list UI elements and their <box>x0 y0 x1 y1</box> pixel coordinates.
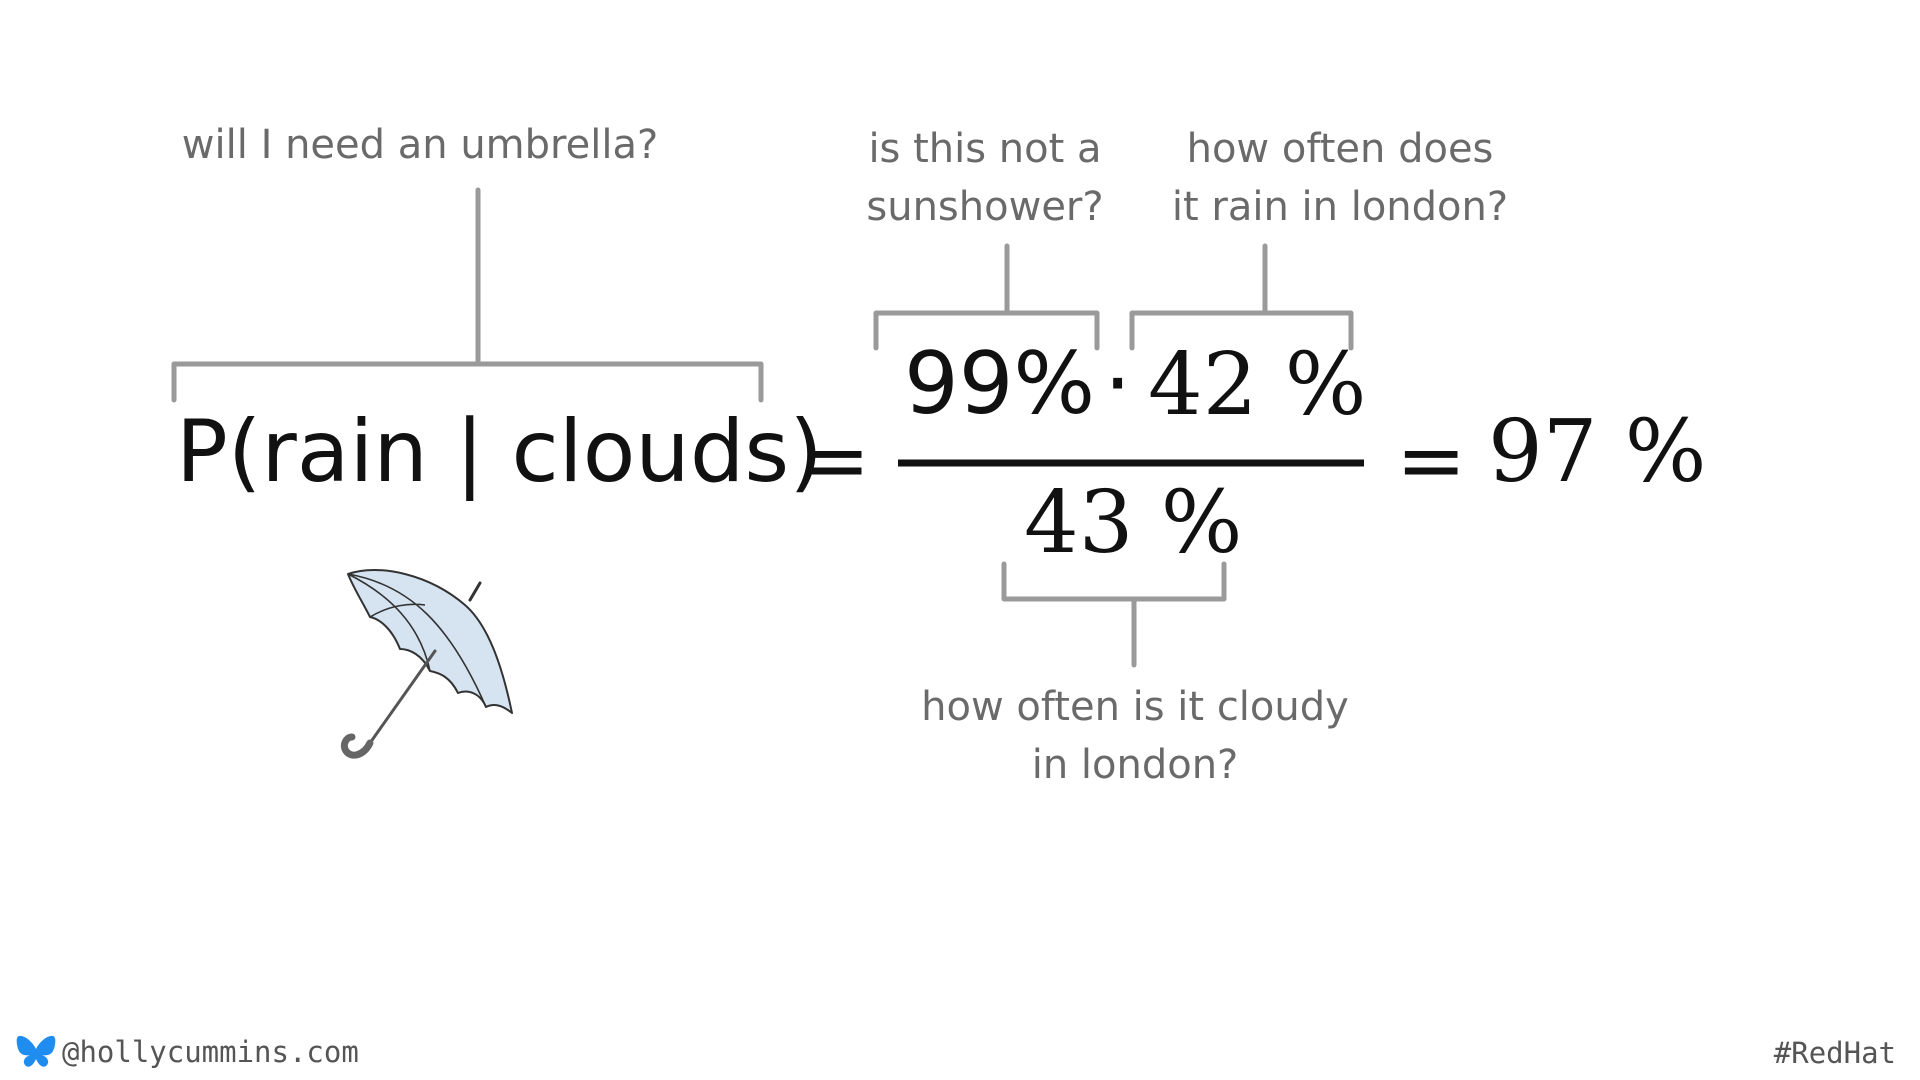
butterfly-icon <box>16 1035 56 1067</box>
cloudy-london-line-1: how often is it cloudy <box>921 684 1349 730</box>
handle-text: @hollycummins.com <box>62 1035 359 1069</box>
umbrella-question-bracket <box>171 361 764 403</box>
rain-london-note: how often does it rain in london? <box>1150 120 1530 236</box>
cloudy-london-note: how often is it cloudy in london? <box>900 678 1370 794</box>
equation-lhs: P(rain | clouds) <box>176 402 823 502</box>
footer-handle[interactable]: @hollycummins.com <box>16 1035 359 1069</box>
denominator: 43 % <box>1024 473 1243 573</box>
cloudy-london-line-2: in london? <box>1031 742 1239 788</box>
umbrella-handle <box>340 733 374 759</box>
rain-london-line-1: how often does <box>1186 126 1494 172</box>
umbrella-question-note: will I need an umbrella? <box>160 116 680 174</box>
umbrella-shaft <box>368 649 437 745</box>
sunshower-bracket <box>873 310 1100 351</box>
umbrella-icon <box>340 568 513 759</box>
numerator-a-text: 99% <box>904 334 1096 434</box>
cloudy-london-bracket <box>1001 561 1227 602</box>
umbrella-canopy <box>347 568 513 714</box>
numerator-a: 99% <box>904 341 1095 427</box>
umbrella-ribs <box>347 573 487 708</box>
equals-sign-1: = <box>800 411 871 509</box>
rain-london-line-2: it rain in london? <box>1171 184 1509 230</box>
sunshower-note: is this not a sunshower? <box>835 120 1135 236</box>
umbrella-tip <box>468 581 482 602</box>
sunshower-line-1: is this not a <box>868 126 1102 172</box>
result-value: 97 % <box>1488 402 1707 502</box>
umbrella-question-text: will I need an umbrella? <box>181 122 659 168</box>
rain-london-bracket <box>1129 310 1354 351</box>
sunshower-line-2: sunshower? <box>866 184 1104 230</box>
footer-hashtag: #RedHat <box>1773 1036 1896 1070</box>
equals-sign-2: = <box>1396 411 1467 509</box>
multiply-dot: · <box>1104 334 1132 434</box>
numerator-b: 42 % <box>1148 335 1367 435</box>
